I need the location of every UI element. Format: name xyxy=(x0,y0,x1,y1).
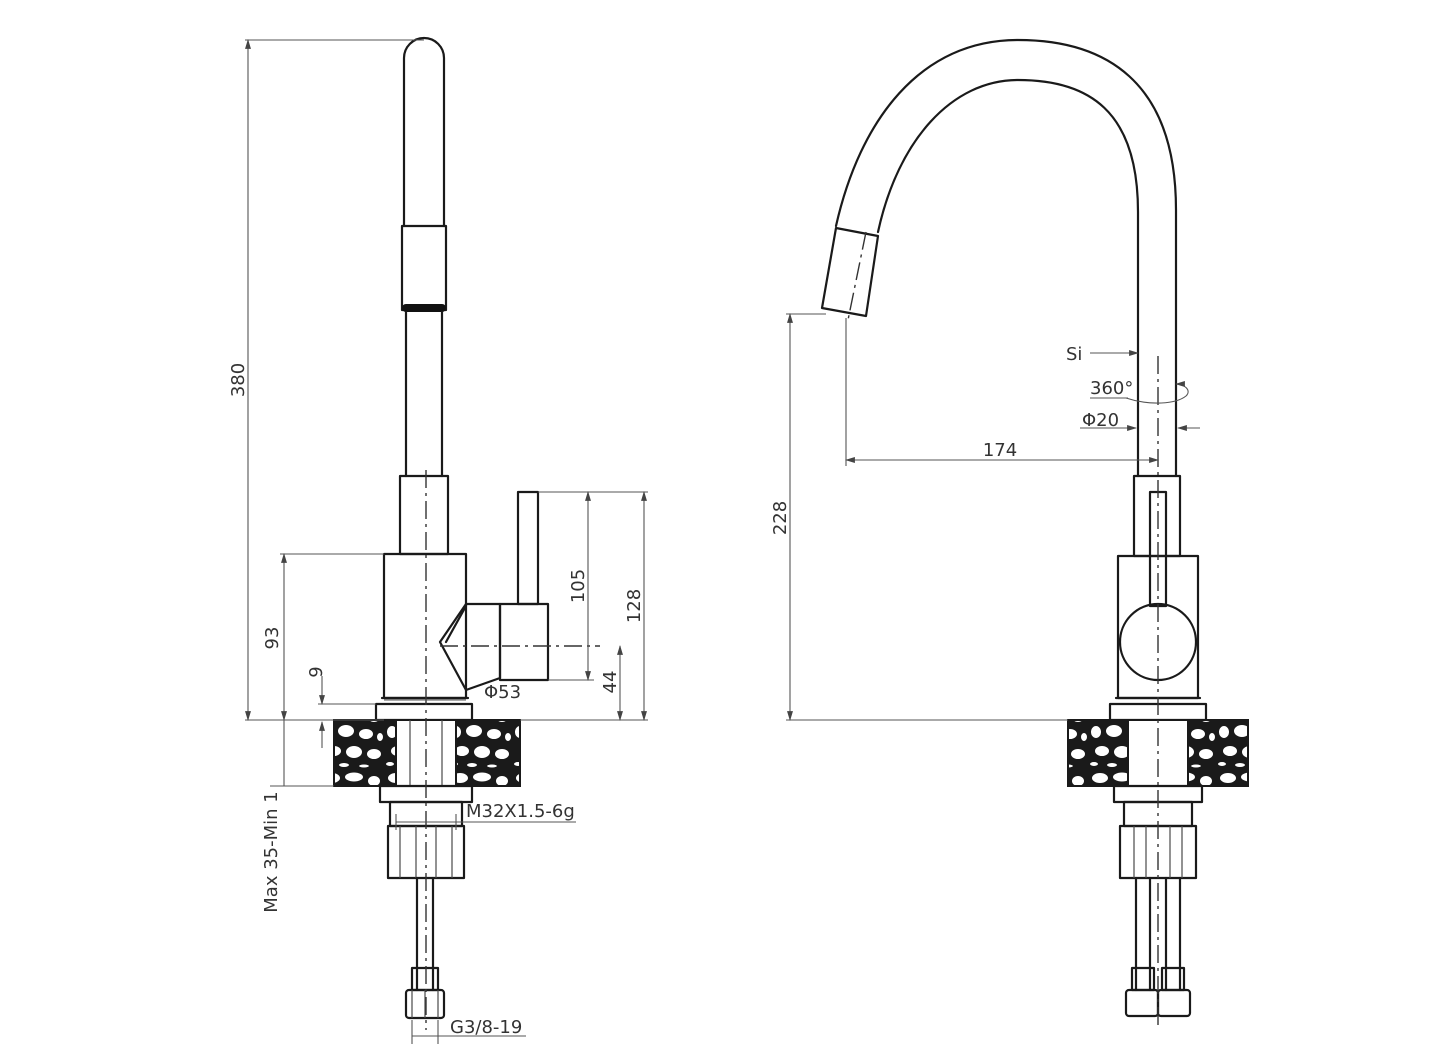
front-connector-left xyxy=(1124,988,1160,1018)
rotation-arrow xyxy=(1125,381,1189,404)
dim-380 xyxy=(245,39,424,721)
dim-countertop xyxy=(270,720,334,787)
dim-9 xyxy=(318,676,376,748)
spout-tube xyxy=(402,36,446,228)
front-upper-cylinder xyxy=(1132,474,1182,558)
supply-hose xyxy=(415,876,435,992)
handle-hub xyxy=(498,602,550,682)
spout-lower-tube xyxy=(404,310,444,478)
side-view: 380 93 9 Max 35-Min 1 105 128 44 xyxy=(228,36,648,1044)
base-ring xyxy=(374,702,474,722)
dim-380-label: 380 xyxy=(228,363,249,397)
front-view: Si 360° Φ20 174 228 xyxy=(770,38,1249,1030)
phi20-label: Φ20 xyxy=(1082,410,1119,431)
dim-128-label: 128 xyxy=(624,589,645,623)
dim-93-label: 93 xyxy=(262,627,283,650)
handle-joint xyxy=(438,602,502,692)
gooseneck-outer xyxy=(834,38,1178,478)
dim-228-label: 228 xyxy=(770,501,791,535)
dim-93 xyxy=(280,553,384,721)
front-supply-hoses xyxy=(1134,876,1182,992)
dim-228 xyxy=(786,313,1068,721)
handle-joint-edge xyxy=(444,604,468,644)
rotation-label: 360° xyxy=(1090,378,1133,399)
dim-105-label: 105 xyxy=(568,569,589,603)
dim-174 xyxy=(845,318,1159,466)
dim-thread xyxy=(395,814,576,830)
dim-countertop-label: Max 35-Min 1 xyxy=(261,791,282,912)
dim-174-label: 174 xyxy=(983,440,1017,461)
spray-center-line xyxy=(847,231,867,321)
spout-head xyxy=(400,224,448,312)
handle-lever xyxy=(516,490,540,606)
dim-hose xyxy=(411,1020,526,1044)
front-connector-right xyxy=(1156,988,1192,1018)
dim-hose-label: G3/8-19 xyxy=(450,1017,522,1038)
dim-105-128 xyxy=(520,491,648,721)
si-label: Si xyxy=(1066,344,1082,365)
spout-nozzle xyxy=(402,304,446,312)
dim-9-label: 9 xyxy=(306,666,327,677)
dim-phi53-label: Φ53 xyxy=(484,682,521,703)
gooseneck-inner xyxy=(876,78,1140,478)
dim-44-label: 44 xyxy=(600,671,621,694)
upper-cylinder xyxy=(398,474,450,556)
spray-head xyxy=(820,226,880,318)
dim-thread-label: M32X1.5-6g xyxy=(466,801,575,822)
